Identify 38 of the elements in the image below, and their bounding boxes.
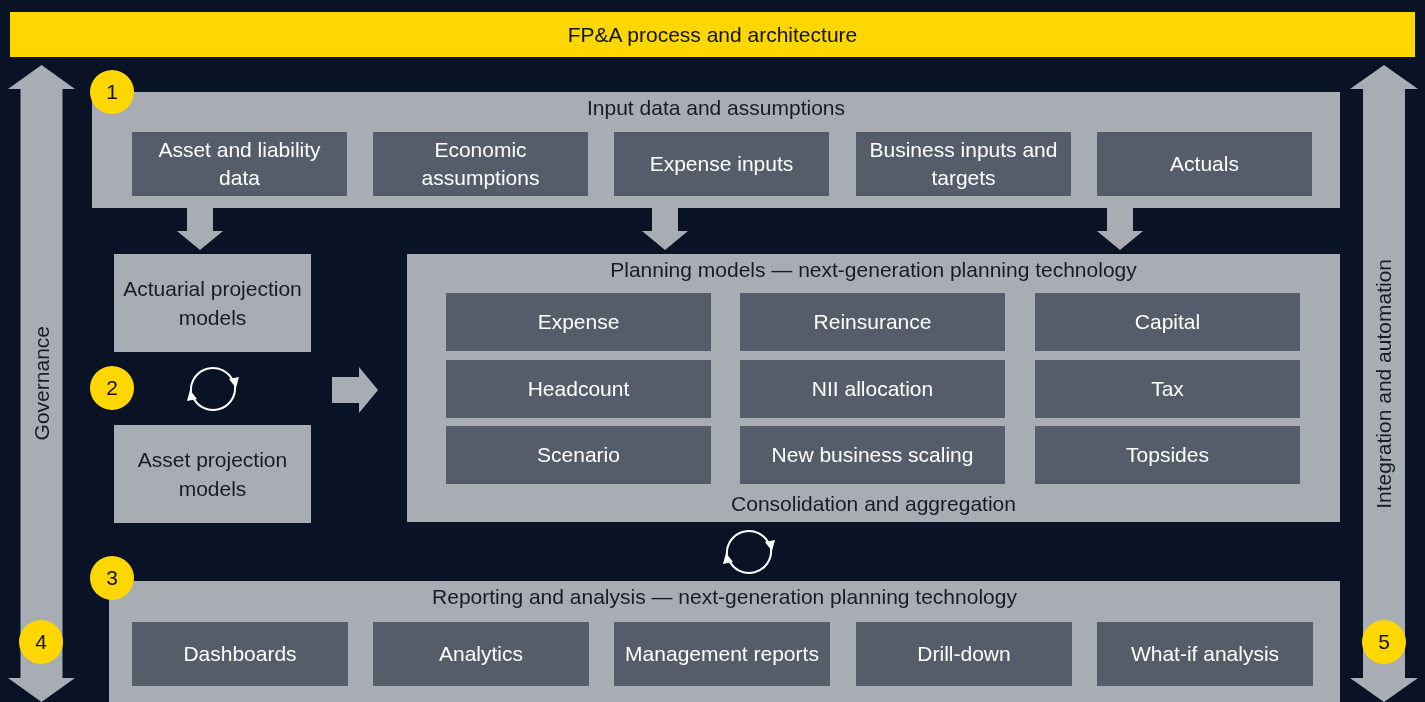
block-arrow [642, 208, 688, 250]
band-label: Integration and automation [1372, 258, 1396, 509]
title-text: FP&A process and architecture [567, 22, 858, 47]
module-box: Asset and liability data [132, 132, 347, 196]
section-panel [407, 254, 1340, 522]
model-box: Asset projection models [114, 425, 311, 523]
module-box: Dashboards [132, 622, 348, 686]
block-arrow [332, 367, 378, 413]
module-box: Expense inputs [614, 132, 829, 196]
section-heading: Reporting and analysis — next-generation planning technology [432, 585, 1017, 609]
module-box: Reinsurance [740, 293, 1005, 351]
double-arrow-band [8, 65, 75, 702]
step-number-badge: 3 [90, 556, 134, 600]
model-box: Actuarial projection models [114, 254, 311, 352]
module-box: Topsides [1035, 426, 1300, 484]
double-arrow-band [1350, 65, 1418, 702]
module-box: Drill-down [856, 622, 1072, 686]
step-number-badge: 2 [90, 366, 134, 410]
module-box: Business inputs and targets [856, 132, 1071, 196]
module-box: Headcount [446, 360, 711, 418]
module-box: Economic assumptions [373, 132, 588, 196]
footer-text: Consolidation and aggregation [731, 492, 1016, 516]
band-label: Governance [29, 326, 54, 441]
module-box: Tax [1035, 360, 1300, 418]
section-heading: Input data and assumptions [587, 96, 845, 120]
module-box: Actuals [1097, 132, 1312, 196]
block-arrow [177, 208, 223, 250]
module-box: Analytics [373, 622, 589, 686]
module-box: Expense [446, 293, 711, 351]
block-arrow [1097, 208, 1143, 250]
module-box: New business scaling [740, 426, 1005, 484]
module-box: Capital [1035, 293, 1300, 351]
module-box: What-if analysis [1097, 622, 1313, 686]
step-number-badge: 1 [90, 70, 134, 114]
module-box: NII allocation [740, 360, 1005, 418]
module-box: Scenario [446, 426, 711, 484]
module-box: Management reports [614, 622, 830, 686]
section-heading: Planning models — next-generation planning technology [610, 258, 1137, 282]
